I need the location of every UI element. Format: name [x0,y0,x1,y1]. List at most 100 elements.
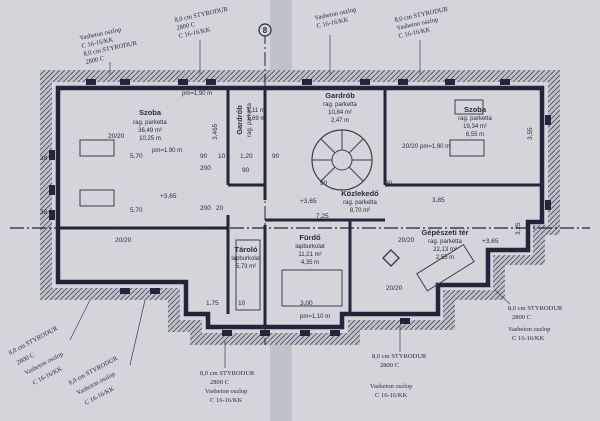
leader-lines [69,35,511,368]
note-bottom-center-left: 8,0 cm STYRODUR 2800 C Vasbeton oszlop C… [200,370,255,404]
svg-text:90: 90 [272,153,280,160]
svg-text:pm=1,90 m: pm=1,90 m [182,91,212,97]
note-bottom-center-right: 8,0 cm STYRODUR 2800 C Vasbeton oszlop C… [370,353,427,399]
svg-text:1,20: 1,20 [240,153,253,160]
svg-text:Gardrób: Gardrób [235,105,244,135]
svg-text:90: 90 [242,167,250,174]
room-szoba-left: Szoba rag. parketta 36,49 m² 10,25 m [133,108,167,142]
svg-text:90: 90 [320,180,328,187]
svg-text:rag. parketta: rag. parketta [323,102,357,108]
svg-text:Fürdő: Fürdő [299,233,321,242]
svg-text:8,0 cm STYRODUR: 8,0 cm STYRODUR [508,305,563,312]
svg-text:11,21 m²: 11,21 m² [298,252,321,258]
svg-text:2800 C: 2800 C [512,314,531,321]
svg-text:20/20: 20/20 [402,143,419,150]
room-gardrob-left: Gardrób rag. parketta 1,11 m² 1,69 m [235,102,267,136]
room-gardrob-center: Gardrób rag. parketta 10,84 m² 2,47 m [323,91,357,124]
svg-text:10: 10 [218,153,226,160]
svg-text:200: 200 [200,205,211,212]
svg-text:8,0 cm STYRODUR: 8,0 cm STYRODUR [372,353,427,360]
svg-text:90: 90 [385,180,393,187]
svg-text:10,84 m²: 10,84 m² [328,110,352,116]
svg-text:2800 C: 2800 C [380,362,399,369]
svg-text:20/20: 20/20 [115,237,132,244]
room-kozlekedo: Közlekedő rag. parketta 8,70 m² [341,189,379,214]
axis-marker [258,23,272,37]
svg-text:1,11 m²: 1,11 m² [247,108,267,114]
svg-text:rag. parketta: rag. parketta [343,200,377,206]
svg-text:10,25 m: 10,25 m [139,136,161,142]
svg-text:5,70: 5,70 [130,153,143,160]
svg-text:3,55: 3,55 [527,127,534,140]
svg-text:rag. parketta: rag. parketta [428,239,462,245]
exterior-wall [55,85,545,330]
fixtures [79,99,485,311]
svg-text:10: 10 [238,300,246,307]
svg-text:7,25: 7,25 [316,213,329,220]
svg-text:rag. parketta: rag. parketta [247,102,253,136]
svg-text:3,85: 3,85 [432,197,445,204]
dimension-labels: 5,70 5,70 90 10 1,20 200 20/20 20/20 3,4… [40,123,534,307]
svg-text:C 16-16/KK: C 16-16/KK [375,392,408,399]
columns [49,79,551,336]
svg-text:5,73 m²: 5,73 m² [236,264,256,270]
svg-text:4,35 m: 4,35 m [301,260,319,266]
svg-text:2,55 m: 2,55 m [436,255,454,261]
svg-text:22,13 m²: 22,13 m² [433,247,457,253]
svg-text:20/20: 20/20 [398,237,415,244]
svg-text:8,0 cm STYRODUR: 8,0 cm STYRODUR [200,370,255,377]
svg-text:1,75: 1,75 [206,300,219,307]
svg-text:1,69 m: 1,69 m [247,116,265,122]
axis-marker-label: 8 [263,26,268,35]
svg-text:Vasbeton oszlop: Vasbeton oszlop [370,383,412,390]
svg-text:Gépészeti tér: Gépészeti tér [421,228,468,237]
svg-text:Vasbeton oszlop: Vasbeton oszlop [205,388,247,395]
svg-text:+3,65: +3,65 [482,238,499,245]
svg-text:6,55 m: 6,55 m [466,132,484,138]
svg-text:2800 C: 2800 C [85,55,105,66]
svg-text:20/20: 20/20 [386,285,403,292]
svg-text:200: 200 [200,165,211,172]
room-furdo: Fürdő lapburkolat 11,21 m² 4,35 m [295,233,325,266]
svg-text:20: 20 [216,205,224,212]
svg-text:2,47 m: 2,47 m [331,118,349,124]
svg-text:38: 38 [40,209,48,216]
insulation-band-inner [52,82,548,333]
room-tarolo: Tároló lapburkolat 5,73 m² [231,245,261,270]
svg-text:3,00: 3,00 [300,300,313,307]
svg-text:19,34 m²: 19,34 m² [463,124,487,130]
svg-text:C 16-16/KK: C 16-16/KK [512,335,545,342]
svg-text:Tároló: Tároló [235,245,258,254]
svg-text:3,25: 3,25 [515,222,522,235]
svg-text:20/20: 20/20 [108,133,125,140]
svg-text:2800 C: 2800 C [210,379,229,386]
svg-text:5,70: 5,70 [130,207,143,214]
svg-text:lapburkolat: lapburkolat [295,244,325,250]
svg-text:rag. parketta: rag. parketta [458,116,492,122]
svg-text:+3,65: +3,65 [160,193,177,200]
svg-text:36,49 m²: 36,49 m² [138,128,162,134]
svg-text:90: 90 [200,153,208,160]
spiral-staircase [311,129,373,191]
room-szoba-right: Szoba rag. parketta 19,34 m² 6,55 m [458,105,492,138]
svg-text:rag. parketta: rag. parketta [133,120,167,126]
room-gepeszeti: Gépészeti tér rag. parketta 22,13 m² 2,5… [421,228,468,261]
svg-text:pm=1,90 m: pm=1,90 m [420,144,450,150]
svg-text:pm=1,10 m: pm=1,10 m [300,314,330,320]
svg-text:pm=1,90 m: pm=1,90 m [152,148,182,154]
svg-text:Gardrób: Gardrób [325,91,355,100]
svg-text:C 16-16/KK: C 16-16/KK [210,397,243,404]
svg-text:lapburkolat: lapburkolat [231,256,261,262]
svg-text:Közlekedő: Közlekedő [341,189,379,198]
note-bottom-right: 8,0 cm STYRODUR 2800 C Vasbeton oszlop C… [508,305,563,342]
svg-text:+3,65: +3,65 [300,198,317,205]
svg-text:3,465: 3,465 [212,123,219,140]
svg-text:38: 38 [40,155,48,162]
svg-text:Szoba: Szoba [139,108,162,117]
svg-text:Szoba: Szoba [464,105,487,114]
svg-text:2800 C: 2800 C [176,21,196,32]
height-markers: pm=1,90 m pm=1,90 m pm=1,90 m pm=1,10 m [152,91,450,320]
svg-text:8,70 m²: 8,70 m² [350,208,370,214]
svg-text:Vasbeton oszlop: Vasbeton oszlop [508,326,550,333]
